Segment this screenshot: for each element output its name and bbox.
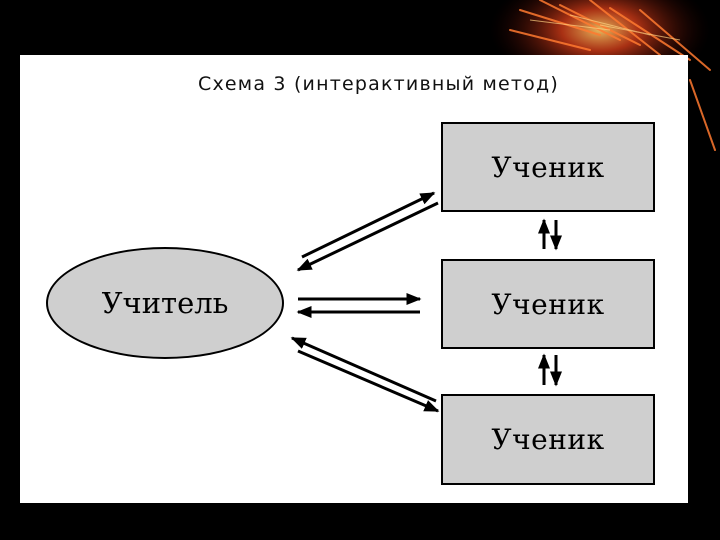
student-node-1: Ученик: [441, 122, 655, 212]
arrow-teacher-to-student-3: [298, 351, 438, 411]
teacher-node: Учитель: [46, 247, 284, 359]
arrow-student-3-to-teacher: [292, 338, 436, 401]
student-node-2: Ученик: [441, 259, 655, 349]
student-label-2: Ученик: [491, 288, 604, 321]
student-label-1: Ученик: [491, 151, 604, 184]
student-label-3: Ученик: [491, 423, 604, 456]
student-node-3: Ученик: [441, 394, 655, 485]
arrow-teacher-to-student-1: [302, 193, 434, 257]
teacher-label: Учитель: [102, 286, 229, 320]
arrow-student-1-to-teacher: [298, 203, 438, 270]
diagram-slide: Схема 3 (интерактивный метод) Учитель Уч…: [20, 55, 688, 503]
